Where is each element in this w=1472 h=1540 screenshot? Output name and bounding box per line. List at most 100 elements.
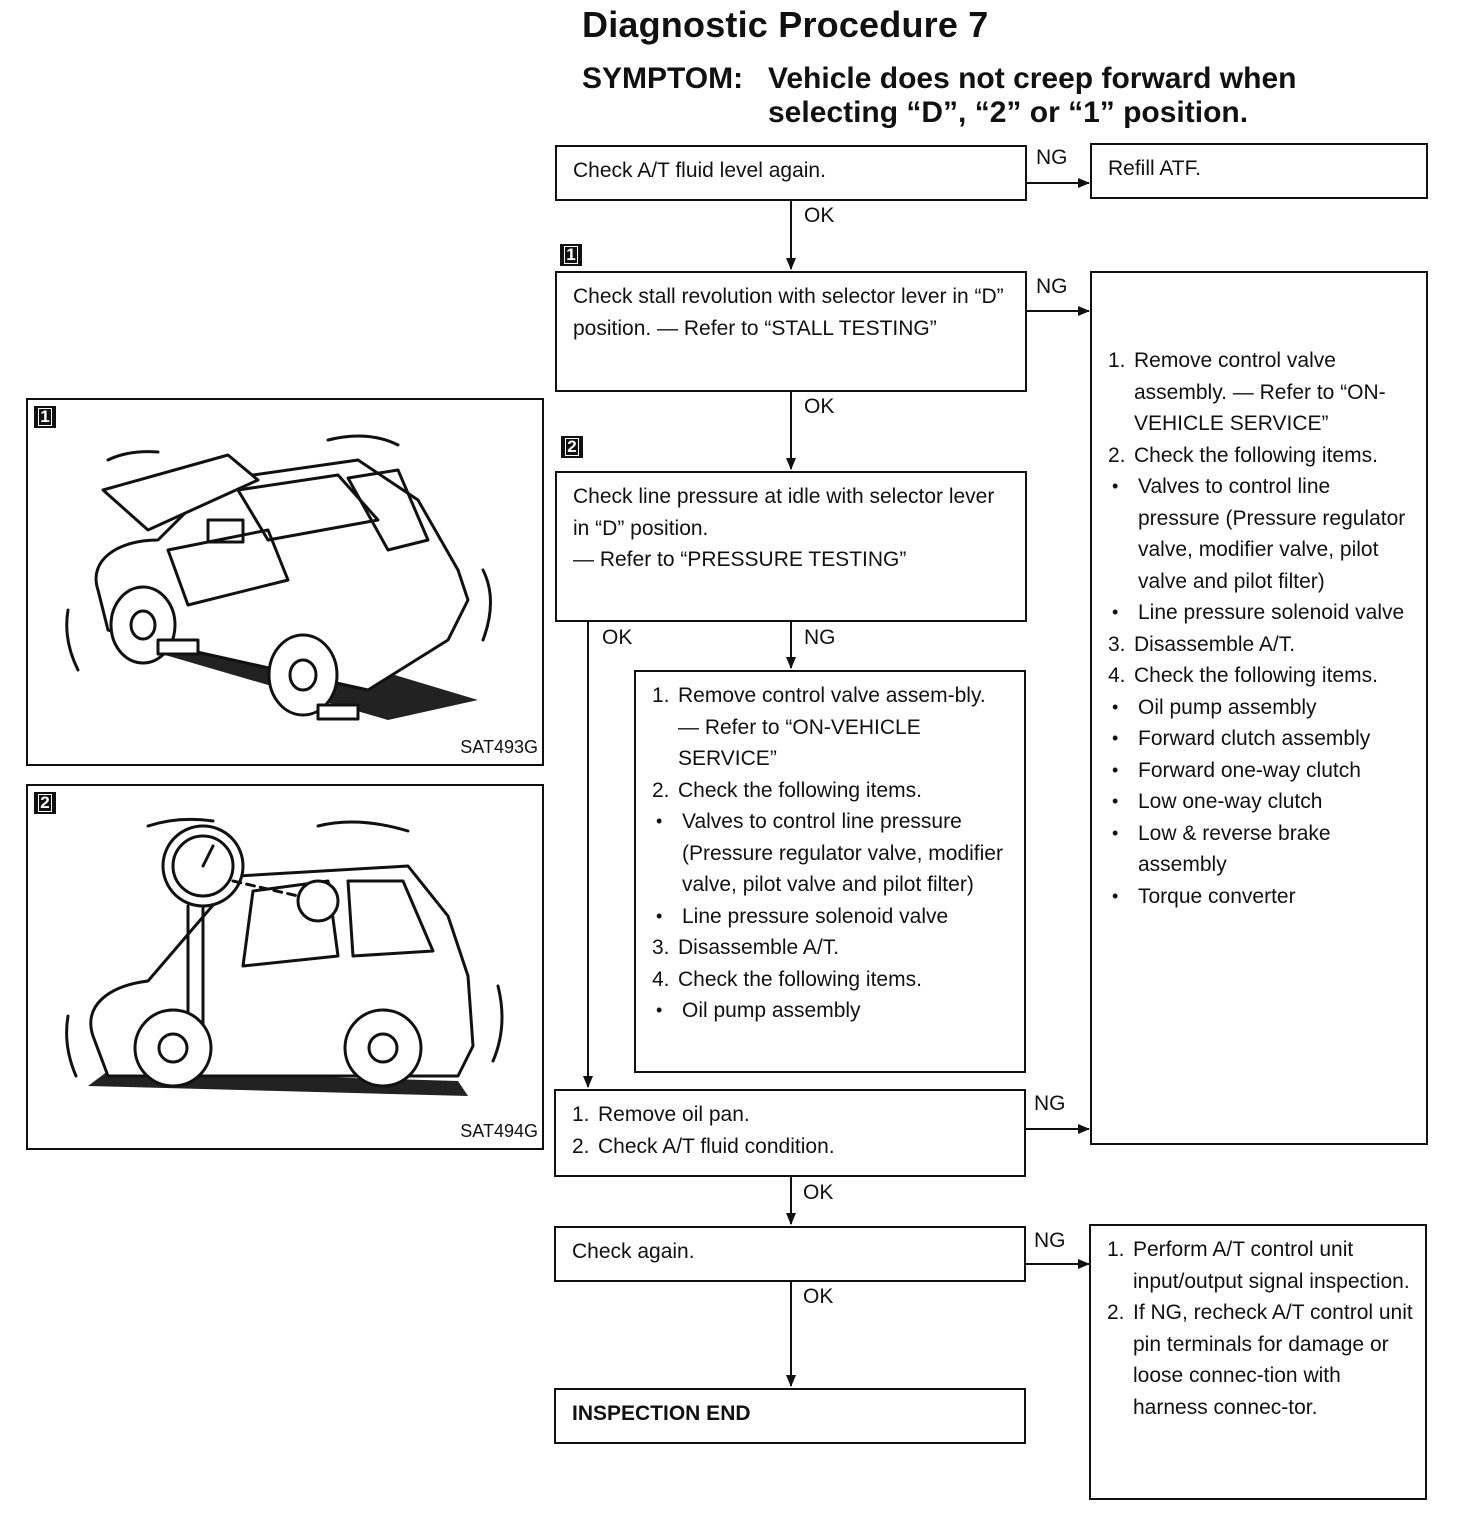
box-refill: Refill ATF.: [1090, 143, 1428, 199]
list-item: 2.Check A/T fluid condition.: [572, 1131, 1008, 1163]
list-item: 2.Check the following items.: [652, 775, 1010, 807]
list-item: • Low & reverse brake assembly: [1108, 818, 1414, 881]
list-item-text: Low one-way clutch: [1138, 790, 1323, 813]
step-number: 1.: [1108, 349, 1126, 372]
list-item-text: Low & reverse brake assembly: [1138, 821, 1331, 877]
control-unit-list: 1. Perform A/T control unit input/output …: [1107, 1234, 1413, 1423]
label-ng-1: NG: [1036, 146, 1068, 169]
list-item: • Line pressure solenoid valve: [652, 901, 1010, 933]
symptom: SYMPTOM: Vehicle does not creep forward w…: [582, 62, 1296, 130]
label-ok-2: OK: [804, 395, 835, 418]
list-item: 1. Perform A/T control unit input/output …: [1107, 1234, 1413, 1297]
list-item-text: Torque converter: [1138, 884, 1296, 908]
bullet-marker: •: [1112, 602, 1119, 622]
list-item-text: Remove control valve assembly. — Refer t…: [1134, 349, 1386, 435]
step-number: 4.: [1108, 664, 1126, 687]
list-item: • Torque converter: [1108, 881, 1414, 913]
list-item-text: Remove control valve assem-bly. — Refer …: [678, 684, 986, 770]
list-item: •Valves to control line pressure (Pressu…: [1108, 471, 1414, 597]
label-ng-2: NG: [1036, 275, 1068, 298]
list-item: 1.Remove oil pan.: [572, 1099, 1008, 1131]
bullet-marker: •: [1112, 696, 1119, 717]
bullet-marker: •: [1112, 728, 1119, 748]
list-item: •Oil pump assembly: [652, 995, 1010, 1027]
label-ok-3: OK: [602, 626, 633, 649]
list-item-text: Disassemble A/T.: [1134, 632, 1296, 656]
bullet-marker: •: [656, 905, 663, 926]
list-item: • Forward clutch assembly: [1108, 723, 1414, 755]
label-ok-5: OK: [803, 1285, 834, 1308]
bullet-marker: •: [656, 811, 663, 831]
list-item: 3. Disassemble A/T.: [652, 932, 1010, 964]
illustration-pressure-test: 2: [26, 784, 544, 1150]
step-number: 2.: [1108, 443, 1126, 467]
box-check-fluid: Check A/T fluid level again.: [555, 145, 1027, 201]
list-item: • Line pressure solenoid valve: [1108, 597, 1414, 629]
box-stall-test: Check stall revolution with selector lev…: [555, 271, 1027, 392]
list-item: • Low one-way clutch: [1108, 786, 1414, 818]
box-control-unit: 1. Perform A/T control unit input/output …: [1089, 1224, 1427, 1500]
box-control-valve-large: 1. Remove control valve assembly. — Refer…: [1090, 271, 1428, 1145]
list-item-text: Check the following items.: [678, 967, 922, 991]
illustration-code-2: SAT494G: [460, 1121, 538, 1141]
label-ng-4: NG: [1034, 1092, 1066, 1115]
list-item-text: Perform A/T control unit input/output si…: [1133, 1238, 1410, 1293]
bullet-marker: •: [1112, 791, 1119, 811]
car-pressure-gauge-icon: [65, 817, 504, 1096]
symptom-line-1: Vehicle does not creep forward when: [768, 62, 1297, 95]
stall-text: Check stall revolution with selector lev…: [573, 285, 1004, 340]
illustration-stall-test: 1 SAT49: [26, 398, 544, 766]
list-item-text: Disassemble A/T.: [678, 936, 840, 959]
cv-large-list: 1. Remove control valve assembly. — Refer…: [1108, 345, 1414, 912]
box-control-valve-small: 1. Remove control valve assem-bly. — Refe…: [634, 670, 1026, 1073]
car-stall-test-icon: [65, 434, 492, 721]
list-item-text: Check the following items.: [678, 778, 922, 802]
step-number: 2.: [1107, 1301, 1125, 1324]
list-item: 1. Remove control valve assembly. — Refer…: [1108, 345, 1414, 440]
bullet-marker: •: [1112, 822, 1119, 843]
step-number: 2.: [572, 1134, 590, 1158]
label-ng-3: NG: [804, 626, 836, 649]
step-number: 1.: [1107, 1238, 1125, 1261]
list-item: • Oil pump assembly: [1108, 692, 1414, 724]
step-marker-2: 2: [561, 436, 583, 458]
check-fluid-text: Check A/T fluid level again.: [573, 159, 826, 182]
illustration-marker-1: 1: [34, 406, 56, 428]
step-number: 4.: [652, 967, 670, 991]
list-item-text: Oil pump assembly: [1138, 695, 1317, 719]
bullet-marker: •: [656, 1000, 663, 1020]
list-item-text: Line pressure solenoid valve: [1138, 601, 1405, 624]
label-ng-5: NG: [1034, 1229, 1066, 1252]
list-item-text: Check the following items.: [1134, 664, 1378, 687]
box-inspection-end: INSPECTION END: [554, 1388, 1026, 1444]
inspection-end-text: INSPECTION END: [572, 1402, 751, 1425]
list-item-text: Check the following items.: [1134, 443, 1378, 467]
label-ok-1: OK: [804, 204, 835, 227]
step-number: 3.: [652, 936, 670, 959]
label-ok-4: OK: [803, 1181, 834, 1204]
step-number: 3.: [1108, 632, 1126, 656]
list-item-text: Valves to control line pressure (Pressur…: [682, 810, 1003, 896]
cv-small-list: 1. Remove control valve assem-bly. — Refe…: [652, 680, 1010, 1027]
illustration-code-1: SAT493G: [460, 737, 538, 757]
bullet-marker: •: [1112, 759, 1119, 780]
list-item-text: Forward clutch assembly: [1138, 727, 1371, 750]
line-pressure-text-2: — Refer to “PRESSURE TESTING”: [573, 548, 907, 571]
step-number: 1.: [572, 1103, 590, 1126]
list-item: •Forward one-way clutch: [1108, 755, 1414, 787]
list-item: 3. Disassemble A/T.: [1108, 629, 1414, 661]
list-item: 2. Check the following items.: [1108, 440, 1414, 472]
list-item-text: Line pressure solenoid valve: [682, 904, 949, 928]
list-item-text: If NG, recheck A/T control unit pin term…: [1133, 1301, 1413, 1419]
page-title: Diagnostic Procedure 7: [582, 4, 989, 45]
line-pressure-text-1: Check line pressure at idle with selecto…: [573, 485, 995, 540]
step-number: 1.: [652, 684, 670, 707]
list-item-text: Valves to control line pressure (Pressur…: [1138, 475, 1406, 593]
list-item: • Valves to control line pressure (Pressu…: [652, 806, 1010, 901]
illustration-marker-2: 2: [34, 792, 56, 814]
bullet-marker: •: [1112, 885, 1119, 906]
list-item: 2. If NG, recheck A/T control unit pin te…: [1107, 1297, 1413, 1423]
list-item: 4. Check the following items.: [652, 964, 1010, 996]
symptom-label: SYMPTOM:: [582, 62, 744, 95]
